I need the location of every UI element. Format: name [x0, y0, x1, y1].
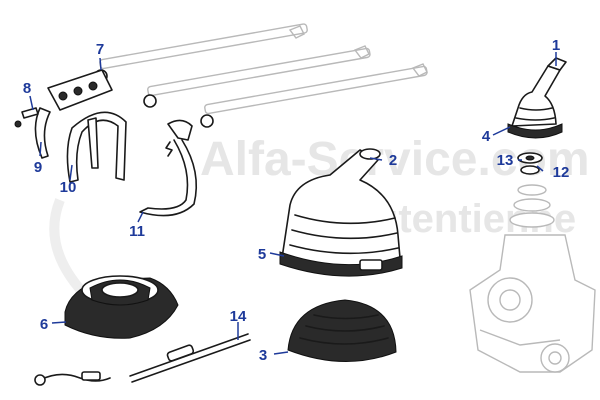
selector-rods	[94, 23, 428, 128]
small-washers	[517, 152, 543, 175]
rubber-mount	[64, 275, 179, 339]
shift-fork-assembly	[14, 69, 127, 183]
callout-11: 11	[129, 223, 145, 240]
shift-fork-11	[139, 119, 198, 217]
callout-5: 5	[258, 246, 266, 263]
callout-14: 14	[230, 308, 247, 325]
callout-3: 3	[259, 347, 267, 364]
cable-assembly	[34, 333, 251, 386]
callout-4: 4	[482, 128, 491, 145]
callout-10: 10	[60, 179, 77, 196]
callout-1: 1	[552, 37, 560, 54]
callout-9: 9	[34, 159, 42, 176]
fork-small	[34, 107, 51, 159]
leader-lines	[29, 52, 557, 355]
callout-2: 2	[389, 152, 397, 169]
rod-middle	[143, 45, 371, 108]
rod-lower	[200, 63, 428, 128]
callout-13: 13	[497, 152, 514, 169]
callout-8: 8	[23, 80, 31, 97]
callouts: 1 2 3 4 5 6 7 8 9 10 11 12 13 14	[23, 37, 570, 364]
gear-lever-boot	[279, 148, 403, 277]
bellows-boot	[287, 299, 397, 363]
callout-6: 6	[40, 316, 48, 333]
callout-7: 7	[96, 41, 104, 58]
upper-boot	[507, 57, 567, 139]
callout-12: 12	[553, 164, 570, 181]
gearbox-housing	[469, 184, 596, 373]
screw	[21, 107, 39, 119]
fork-large	[66, 111, 127, 183]
